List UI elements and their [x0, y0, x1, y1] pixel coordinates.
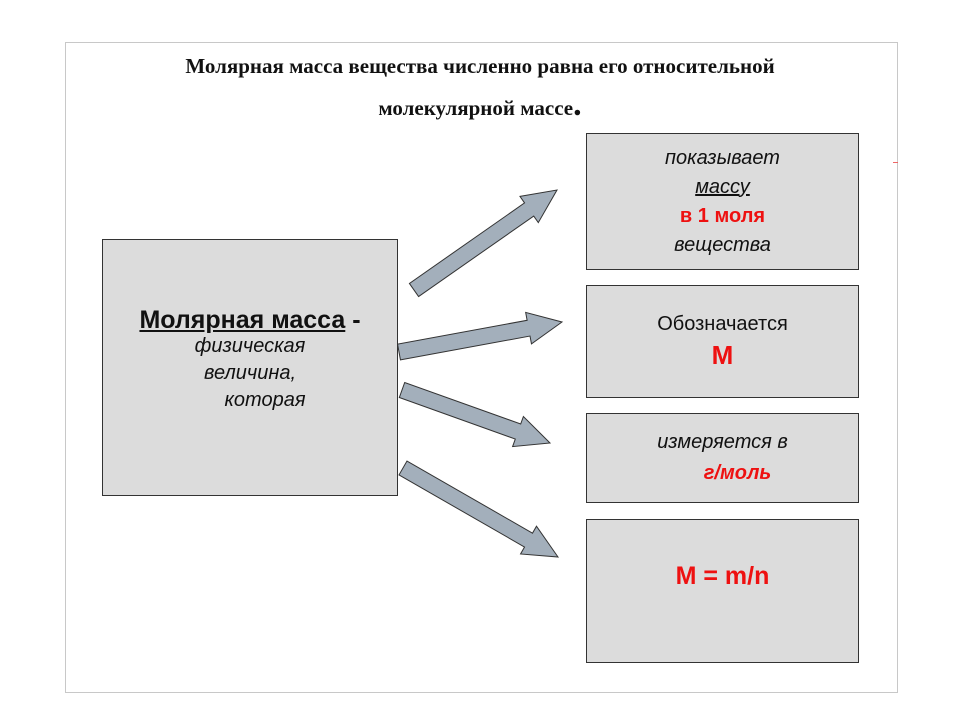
box1-line1: показывает	[665, 146, 780, 169]
arrow-4	[398, 460, 560, 558]
box2-line1: Обозначается	[657, 312, 788, 335]
box4-formula: М = m/n	[675, 561, 770, 590]
arrow-1	[408, 189, 558, 298]
box3-line1: измеряется в	[657, 431, 788, 453]
definition-term: Молярная масса	[139, 306, 346, 334]
box2-line2: М	[711, 339, 734, 370]
arrow-3	[398, 381, 552, 448]
definition-dash: -	[345, 306, 361, 334]
box-shows-mass: показывает массу в 1 моля вещества	[586, 133, 859, 270]
box3-line2: г/моль	[703, 462, 772, 484]
title-period: .	[573, 86, 582, 123]
definition-line2: величина,	[203, 362, 297, 384]
box-formula: М = m/n	[586, 519, 859, 663]
box-symbol: Обозначается М	[586, 285, 859, 398]
slide-title-line1: Молярная масса вещества численно равна е…	[185, 54, 775, 78]
edge-mark	[893, 162, 898, 163]
arrow-2	[396, 311, 564, 361]
definition-term-line: Молярная масса -	[139, 306, 360, 335]
slide-title-line2: молекулярной массе.	[70, 88, 890, 122]
box1-line2: массу	[695, 175, 750, 198]
box-units: измеряется в г/моль	[586, 413, 859, 503]
definition-box: Молярная масса - физическая величина, ко…	[102, 239, 398, 496]
definition-line3: которая	[224, 389, 306, 411]
box1-line4: вещества	[674, 233, 771, 256]
box1-line3: в 1 моля	[679, 204, 766, 227]
definition-line1: физическая	[194, 335, 306, 357]
slide-frame	[65, 42, 898, 693]
title-text: молекулярной массе	[378, 96, 574, 120]
